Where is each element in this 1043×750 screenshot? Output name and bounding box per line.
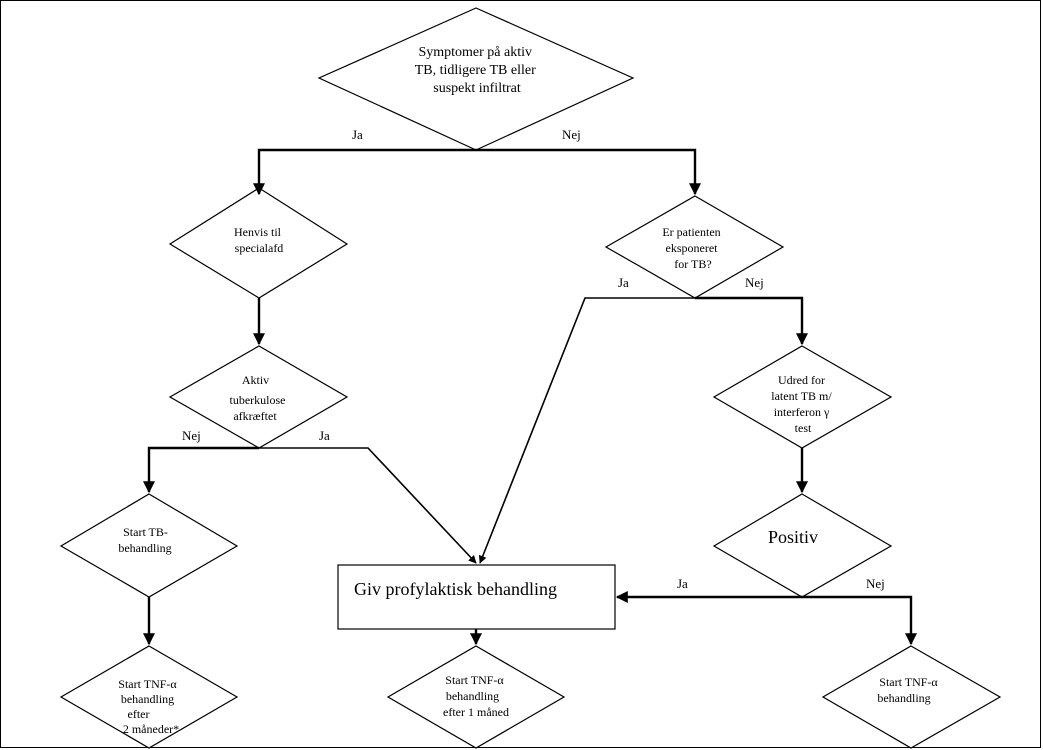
active-tb-line: tuberkulose [230, 393, 286, 407]
label-symptoms-no: Nej [562, 127, 581, 142]
start-tb-text: Start TB- behandling [118, 525, 171, 555]
symptoms-text: Symptomer på aktiv TB, tidligere TB elle… [415, 45, 540, 96]
refer-line: specialafd [235, 241, 284, 255]
connector-active-no [143, 446, 259, 494]
label-exposed-no: Nej [745, 275, 764, 290]
label-positive-no: Nej [866, 576, 885, 591]
refer-text: Henvis til specialafd [234, 225, 284, 255]
tnf-1m-line: Start TNF-α [445, 673, 504, 687]
positive-text: Positiv [768, 527, 818, 547]
screen-line: test [795, 421, 812, 435]
exposed-line: Er patienten [662, 225, 720, 239]
tnf-decision [821, 645, 1002, 749]
exposed-text: Er patienten eksponeret for TB? [662, 225, 723, 271]
tnf-1m-text: Start TNF-α behandling efter 1 måned [443, 673, 509, 719]
tnf-1m-decision [386, 645, 566, 749]
tnf-line: behandling [877, 691, 930, 705]
screen-line: Udred for [778, 373, 825, 387]
exposed-line: for TB? [674, 257, 711, 271]
screen-text: Udred for latent TB m/ interferon γ test [771, 373, 834, 435]
connector-exposed-yes [478, 297, 695, 564]
tnf-1m-line: efter 1 måned [443, 705, 509, 719]
label-active-yes: Ja [319, 428, 330, 443]
start-tb-line: Start TB- [123, 525, 168, 539]
tnf-2m-line: 2 måneder* [123, 722, 179, 736]
tnf-line: Start TNF-α [879, 675, 938, 689]
symptoms-line: suspekt infiltrat [433, 81, 521, 96]
label-symptoms-yes: Ja [352, 127, 363, 142]
prophylactic-line: Giv profylaktisk behandling [354, 579, 557, 599]
connector-symptoms-yes [253, 148, 476, 196]
screen-line: latent TB m/ [771, 389, 832, 403]
tnf-text: Start TNF-α behandling [877, 675, 940, 705]
symptoms-line: TB, tidligere TB eller [415, 63, 536, 78]
tnf-2m-decision [59, 645, 239, 749]
positive-line: Positiv [768, 527, 818, 547]
exposed-line: eksponeret [666, 241, 719, 255]
label-positive-yes: Ja [677, 576, 688, 591]
tnf-2m-line: behandling [121, 692, 174, 706]
screen-line: interferon γ [774, 405, 830, 419]
connector-active-yes [259, 447, 477, 564]
active-tb-line: afkræftet [233, 409, 277, 423]
active-tb-line: Aktiv [242, 373, 269, 387]
connector-positive-no [802, 595, 917, 646]
tnf-1m-line: behandling [446, 689, 499, 703]
active-tb-text: Aktiv tuberkulose afkræftet [230, 373, 289, 423]
tnf-2m-line: Start TNF-α [118, 677, 177, 691]
symptoms-decision [317, 7, 635, 151]
prophylactic-text: Giv profylaktisk behandling [354, 579, 557, 599]
connector-exposed-no [695, 296, 808, 346]
tnf-2m-line: efter [128, 707, 150, 721]
tnf-2m-text: Start TNF-α behandling efter 2 måneder* [118, 677, 179, 736]
start-tb-line: behandling [118, 541, 171, 555]
symptoms-line: Symptomer på aktiv [418, 45, 532, 60]
connector-symptoms-no [476, 148, 701, 196]
label-active-no: Nej [182, 428, 201, 443]
refer-line: Henvis til [234, 225, 282, 239]
label-exposed-yes: Ja [618, 275, 629, 290]
